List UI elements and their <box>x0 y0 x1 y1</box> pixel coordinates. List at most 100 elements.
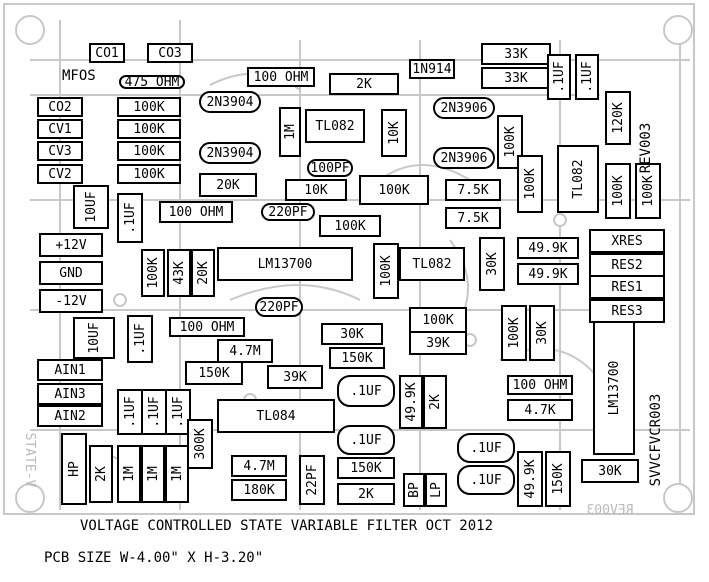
component-body <box>185 361 243 385</box>
component-body <box>433 147 495 169</box>
component-r2k-a: 2K <box>329 73 399 95</box>
component-label: 100 OHM <box>513 378 568 393</box>
component-r75k-a: 7.5K <box>445 179 501 201</box>
component-u-lm13700-a: LM13700 <box>217 247 353 281</box>
component-label: RES3 <box>611 304 642 319</box>
component-c220pf-b: 220PF <box>255 297 303 317</box>
component-body <box>231 455 287 477</box>
component-body <box>373 243 399 299</box>
component-label: .1UF <box>123 202 138 233</box>
component-q4: 2N3906 <box>433 147 495 169</box>
component-label: 100K <box>422 313 453 328</box>
component-body <box>255 297 303 317</box>
component-r100k-11: 100K <box>141 249 165 297</box>
component-body <box>409 307 467 333</box>
component-ain2: AIN2 <box>37 405 103 427</box>
component-body <box>321 323 383 345</box>
component-c220pf-a: 220PF <box>261 203 315 221</box>
component-label: 30K <box>598 464 622 479</box>
component-body <box>581 459 639 483</box>
component-label: 100K <box>378 183 409 198</box>
component-body <box>337 457 395 479</box>
component-body <box>159 201 233 223</box>
component-r2k-c: 2K <box>89 445 113 503</box>
component-body <box>381 109 407 157</box>
component-body <box>517 451 543 507</box>
component-label: 2K <box>94 466 109 482</box>
component-body <box>165 389 191 435</box>
component-cv2: CV2 <box>37 164 83 184</box>
component-label: 100K <box>523 168 538 199</box>
component-body <box>635 163 661 219</box>
component-body <box>37 383 103 405</box>
component-r499k-a: 49.9K <box>517 237 579 259</box>
component-label: 10UF <box>84 191 99 222</box>
component-label: 100K <box>146 257 161 288</box>
board-brand: MFOS <box>62 68 96 84</box>
component-label: 100K <box>133 122 164 137</box>
component-c1uf-e: .1UF <box>337 375 395 407</box>
component-r75k-b: 7.5K <box>445 207 501 229</box>
component-gnd: GND <box>39 261 103 285</box>
component-label: CO3 <box>158 46 181 61</box>
component-label: .1UF <box>470 473 501 488</box>
component-r100k-4: 100K <box>117 164 181 184</box>
component-label: 49.9K <box>528 241 567 256</box>
component-label: .1UF <box>470 441 501 456</box>
component-r100ohm-c: 100 OHM <box>169 317 245 337</box>
component-xres: XRES <box>589 229 665 253</box>
board-size: PCB SIZE W-4.00" X H-3.20" <box>44 550 263 566</box>
component-label: RES1 <box>611 280 642 295</box>
component-r150k-b: 150K <box>185 361 243 385</box>
component-body <box>39 261 103 285</box>
component-label: CO1 <box>95 46 118 61</box>
component-body <box>507 375 573 395</box>
component-body <box>557 145 599 213</box>
component-r39k-b: 39K <box>267 365 323 389</box>
component-label: TL082 <box>315 119 354 134</box>
component-body <box>457 433 515 463</box>
component-r47m-a: 4.7M <box>217 339 273 363</box>
component-body <box>337 483 395 505</box>
component-c1uf-h: .1UF <box>165 389 191 435</box>
component-body <box>409 331 467 355</box>
component-body <box>37 97 83 117</box>
component-label: 100K <box>133 100 164 115</box>
component-label: 33K <box>504 47 528 62</box>
component-body <box>359 175 429 205</box>
component-co2: CO2 <box>37 97 83 117</box>
component-label: 49.9K <box>528 267 567 282</box>
component-body <box>141 445 165 503</box>
component-body <box>165 445 189 503</box>
component-label: CV3 <box>48 144 71 159</box>
component-r150k-a: 150K <box>329 347 385 369</box>
component-label: 1M <box>122 466 137 482</box>
component-label: 2N3906 <box>441 101 488 116</box>
component-label: 120K <box>611 102 626 133</box>
component-body <box>423 375 447 429</box>
board-mirror-side: STATE-V <box>22 433 37 488</box>
component-label: 2K <box>428 394 443 410</box>
component-r100k-14: 100K <box>501 305 527 361</box>
component-body <box>517 155 543 213</box>
component-label: RES2 <box>611 258 642 273</box>
component-label: .1UF <box>123 396 138 427</box>
component-c100pf: 100PF <box>307 159 353 177</box>
component-c1uf-i: .1UF <box>337 425 395 455</box>
component-body <box>117 389 143 435</box>
component-body <box>261 203 315 221</box>
component-label: 2N3904 <box>207 95 254 110</box>
component-r499k-b: 49.9K <box>517 263 579 285</box>
component-body <box>89 43 125 63</box>
component-body <box>199 91 261 113</box>
component-body <box>337 375 395 407</box>
component-body <box>399 247 465 281</box>
component-label: .1UF <box>552 61 567 92</box>
component-r1m-a: 1M <box>279 107 301 157</box>
component-c1uf-f: .1UF <box>117 389 143 435</box>
component-r1m-b: 1M <box>117 445 141 503</box>
component-r150k-c: 150K <box>337 457 395 479</box>
component-r10k-a: 10K <box>381 109 407 157</box>
component-label: 39K <box>426 336 450 351</box>
component-res2: RES2 <box>589 253 665 277</box>
